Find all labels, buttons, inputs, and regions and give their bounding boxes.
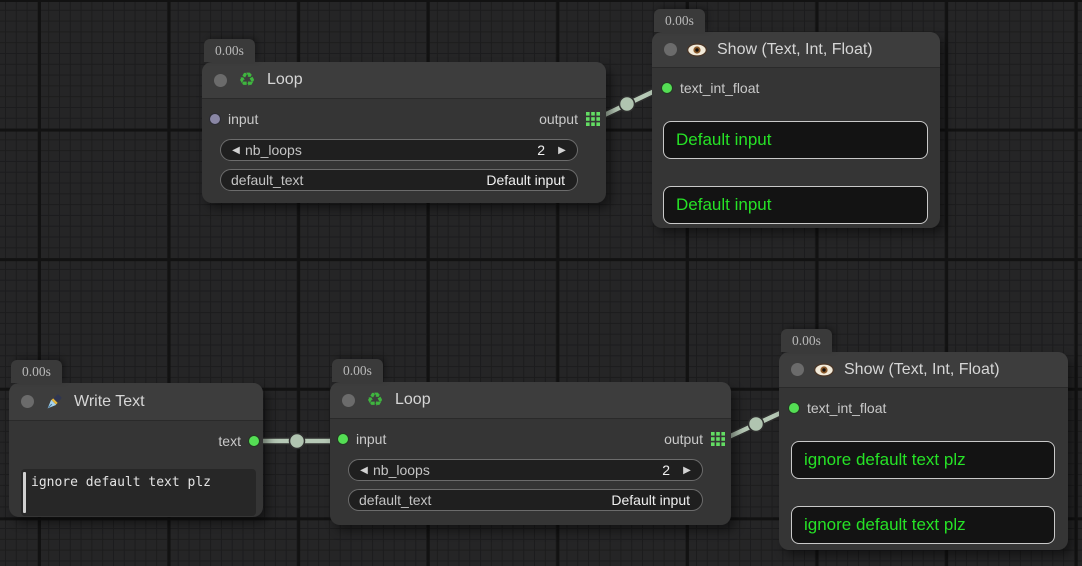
text-input-area[interactable]: ignore default text plz — [21, 469, 256, 516]
widget-label: default_text — [231, 172, 304, 188]
increment-arrow-icon[interactable]: ▶ — [558, 144, 566, 156]
node-write-text[interactable]: 0.00s Write Text text — [9, 360, 263, 517]
output-slot-label: output — [539, 111, 578, 127]
increment-arrow-icon[interactable]: ▶ — [683, 464, 691, 476]
output-slot-label: output — [664, 431, 703, 447]
default-text-widget[interactable]: default_text Default input — [220, 169, 578, 191]
node-title: Loop — [267, 71, 303, 88]
widget-label: default_text — [359, 492, 432, 508]
input-slot[interactable] — [210, 114, 220, 124]
grid-output-slot-icon[interactable] — [711, 432, 725, 446]
node-title: Show (Text, Int, Float) — [717, 40, 873, 58]
node-title: Loop — [395, 391, 431, 408]
default-text-widget[interactable]: default_text Default input — [348, 489, 703, 511]
nb-loops-number-widget[interactable]: ◀ nb_loops 2 ▶ — [220, 139, 578, 161]
node-header[interactable]: Write Text — [9, 383, 263, 421]
eye-icon — [687, 40, 707, 60]
widget-label: nb_loops — [245, 142, 302, 158]
widget-value: 2 — [662, 462, 670, 478]
decrement-arrow-icon[interactable]: ◀ — [232, 144, 240, 156]
show-text-box[interactable]: ignore default text plz — [791, 506, 1055, 544]
link-midpoint-dot — [618, 95, 636, 113]
input-slot[interactable] — [789, 403, 799, 413]
node-loop-top[interactable]: 0.00s ♻ Loop input output — [202, 39, 606, 203]
widget-value: Default input — [486, 172, 565, 188]
collapse-dot[interactable] — [342, 393, 355, 407]
output-slot-label: text — [218, 433, 241, 449]
widget-label: nb_loops — [373, 462, 430, 478]
node-title: Show (Text, Int, Float) — [844, 360, 1000, 378]
input-slot-label: input — [356, 431, 387, 447]
widget-value: Default input — [611, 492, 690, 508]
link-write-text-to-loop-bottom[interactable] — [254, 432, 341, 450]
node-loop-bottom[interactable]: 0.00s ♻ Loop input output — [330, 359, 731, 525]
node-show-bottom[interactable]: 0.00s Show (Text, Int, Float) text_int_f… — [779, 329, 1068, 550]
eye-icon — [814, 360, 834, 380]
link-midpoint-dot — [747, 415, 765, 433]
link-midpoint-dot — [288, 432, 306, 450]
decrement-arrow-icon[interactable]: ◀ — [360, 464, 368, 476]
node-header[interactable]: Show (Text, Int, Float) — [779, 352, 1068, 388]
input-slot[interactable] — [662, 83, 672, 93]
input-slot-label: text_int_float — [680, 80, 760, 96]
pen-icon — [44, 392, 64, 412]
execution-time-badge: 0.00s — [332, 359, 383, 382]
output-slot[interactable] — [249, 436, 259, 446]
collapse-dot[interactable] — [214, 73, 227, 87]
collapse-dot[interactable] — [21, 395, 34, 408]
execution-time-badge: 0.00s — [654, 9, 705, 32]
collapse-dot[interactable] — [664, 43, 677, 56]
node-title: Write Text — [74, 392, 145, 410]
node-header[interactable]: Show (Text, Int, Float) — [652, 32, 940, 68]
input-slot-label: text_int_float — [807, 400, 887, 416]
grid-output-slot-icon[interactable] — [586, 112, 600, 126]
recycle-icon: ♻ — [238, 69, 256, 91]
node-header[interactable]: ♻ Loop — [202, 62, 606, 99]
show-text-box[interactable]: Default input — [663, 121, 928, 159]
textarea-value: ignore default text plz — [31, 475, 212, 490]
show-text-box[interactable]: ignore default text plz — [791, 441, 1055, 479]
recycle-icon: ♻ — [366, 389, 384, 411]
execution-time-badge: 0.00s — [781, 329, 832, 352]
widget-value: 2 — [537, 142, 545, 158]
collapse-dot[interactable] — [791, 363, 804, 376]
node-show-top[interactable]: 0.00s Show (Text, Int, Float) text_int_f… — [652, 9, 940, 228]
node-header[interactable]: ♻ Loop — [330, 382, 731, 419]
input-slot-label: input — [228, 111, 259, 127]
execution-time-badge: 0.00s — [11, 360, 62, 383]
show-text-box[interactable]: Default input — [663, 186, 928, 224]
execution-time-badge: 0.00s — [204, 39, 255, 62]
input-slot[interactable] — [338, 434, 348, 444]
nb-loops-number-widget[interactable]: ◀ nb_loops 2 ▶ — [348, 459, 703, 481]
text-cursor — [23, 472, 26, 513]
